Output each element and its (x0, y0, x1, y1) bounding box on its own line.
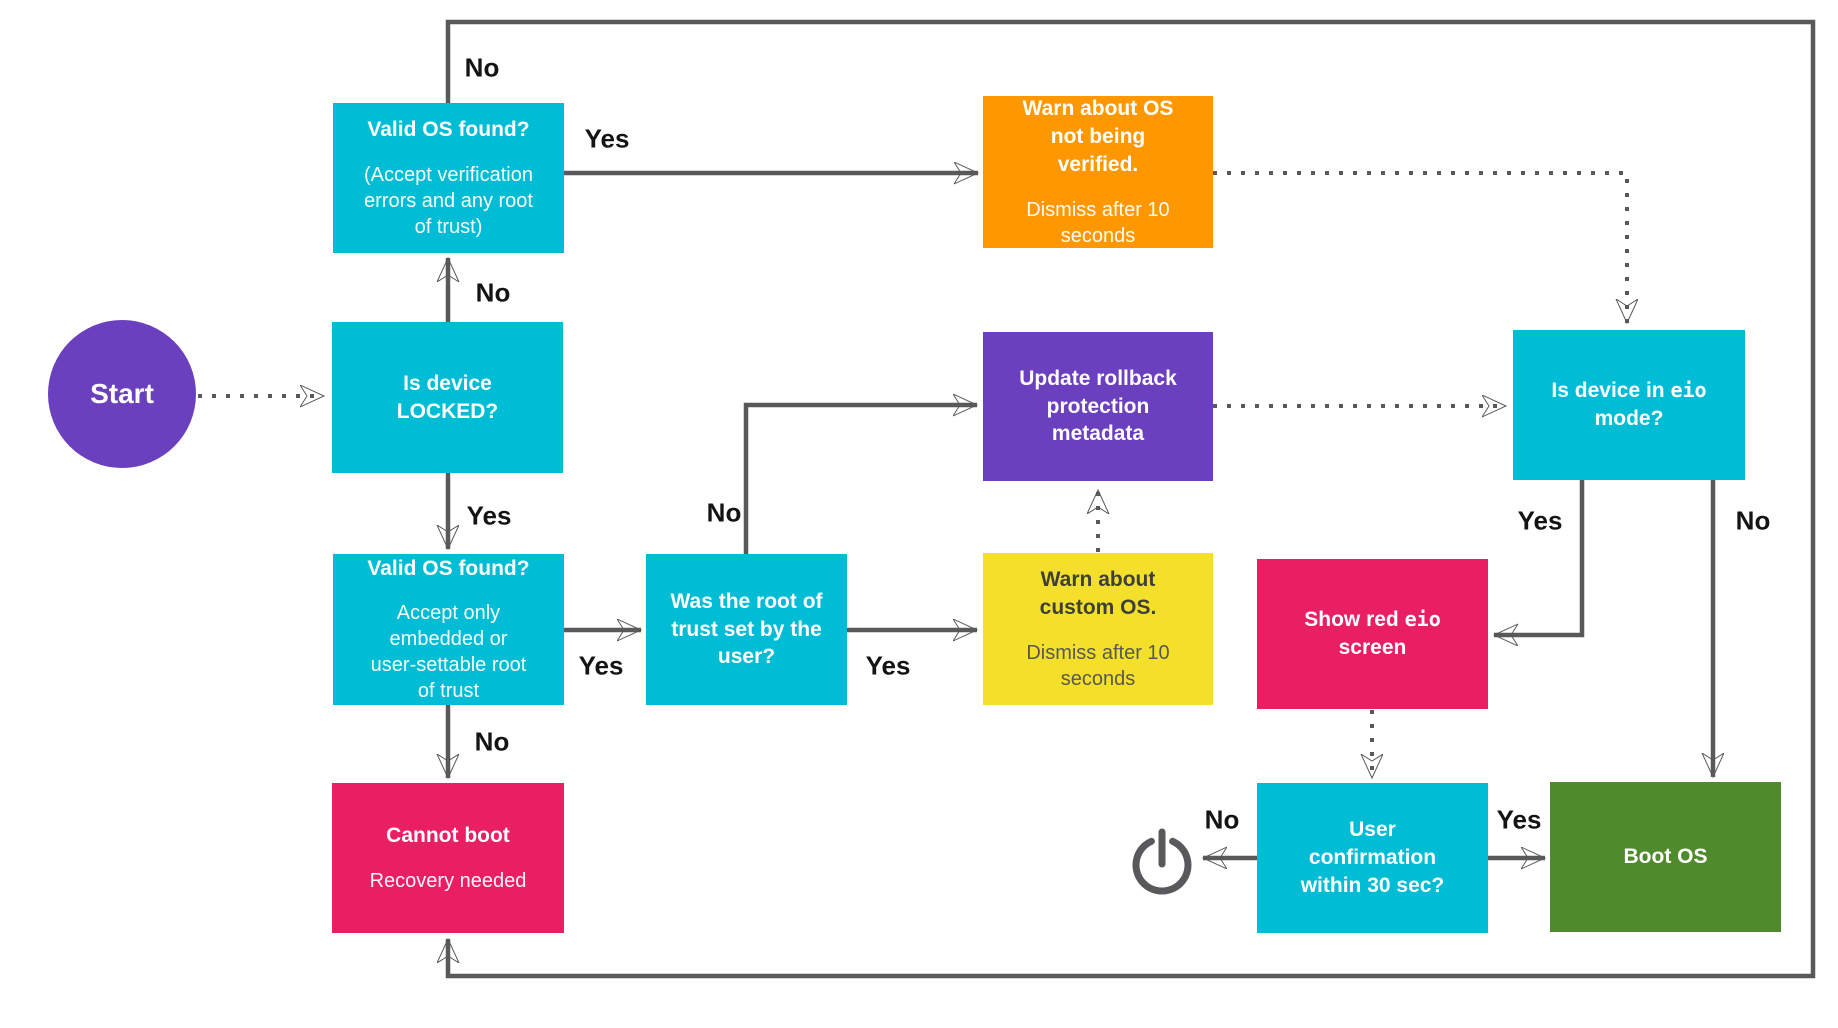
node-subtitle: Recovery needed (369, 869, 527, 892)
edge-label-no-top: No (464, 52, 500, 83)
edge-label-no-conf: No (1204, 804, 1240, 835)
node-valid-os-embedded-root: Valid OS found? Accept only embedded or … (333, 554, 564, 705)
node-title: Boot OS (1623, 845, 1708, 869)
node-warn-custom-os: Warn about custom OS. Dismiss after 10 s… (983, 553, 1213, 705)
node-title: Valid OS found? (367, 556, 530, 580)
node-subtitle: Accept only embedded or user-settable ro… (370, 602, 527, 703)
edge-label-no-locked: No (475, 277, 511, 308)
edge-label-yes-warn: Yes (584, 123, 630, 154)
node-warn-os-not-verified: Warn about OS not being verified. Dismis… (983, 96, 1213, 248)
edge-label-yes-locked: Yes (466, 500, 512, 531)
node-show-red-eio-screen: Show red eio screen (1257, 559, 1488, 709)
node-start: Start (48, 320, 196, 468)
node-boot-os: Boot OS (1550, 782, 1781, 932)
node-update-rollback-metadata: Update rollback protection metadata (983, 332, 1213, 481)
node-subtitle: (Accept verification errors and any root… (364, 163, 533, 238)
node-start-label: Start (90, 377, 154, 409)
node-title: Is device LOCKED? (396, 371, 499, 423)
node-is-device-in-eio-mode: Is device in eio mode? (1513, 330, 1745, 480)
edge-eio-yes-to-redscreen (1494, 480, 1585, 635)
node-title: Warn about custom OS. (1039, 568, 1157, 619)
edge-label-yes-conf: Yes (1496, 804, 1542, 835)
edge-label-no-valid2: No (474, 726, 510, 757)
edge-validos-top-no-loop-to-cannot-boot (448, 19, 1816, 979)
node-is-device-locked: Is device LOCKED? (332, 322, 563, 473)
edge-warn-dotted-to-eio (1213, 171, 1627, 323)
node-cannot-boot: Cannot boot Recovery needed (332, 783, 564, 933)
edge-label-no-root: No (706, 497, 742, 528)
power-icon (1132, 828, 1192, 895)
node-title: Update rollback protection metadata (1019, 366, 1177, 446)
edge-root-no-to-rollback (743, 405, 977, 554)
node-title: Warn about OS not being verified. (1022, 97, 1174, 176)
node-title: Valid OS found? (367, 118, 530, 142)
node-valid-os-any-root: Valid OS found? (Accept verification err… (333, 103, 564, 253)
node-subtitle: Dismiss after 10 seconds (1026, 641, 1170, 690)
node-user-confirmation: User confirmation within 30 sec? (1257, 783, 1488, 933)
edge-label-yes-valid2: Yes (578, 650, 624, 681)
node-title: Cannot boot (386, 824, 510, 848)
edge-label-yes-root: Yes (865, 650, 911, 681)
node-title: Show red eio screen (1304, 607, 1441, 659)
node-root-of-trust-set-by-user: Was the root of trust set by the user? (646, 554, 847, 705)
node-subtitle: Dismiss after 10 seconds (1026, 198, 1170, 247)
node-title: Is device in eio mode? (1551, 378, 1707, 430)
node-title: User confirmation within 30 sec? (1300, 818, 1445, 897)
edge-label-no-eio: No (1735, 505, 1771, 536)
node-title: Was the root of trust set by the user? (670, 589, 823, 669)
edge-label-yes-eio: Yes (1517, 505, 1563, 536)
